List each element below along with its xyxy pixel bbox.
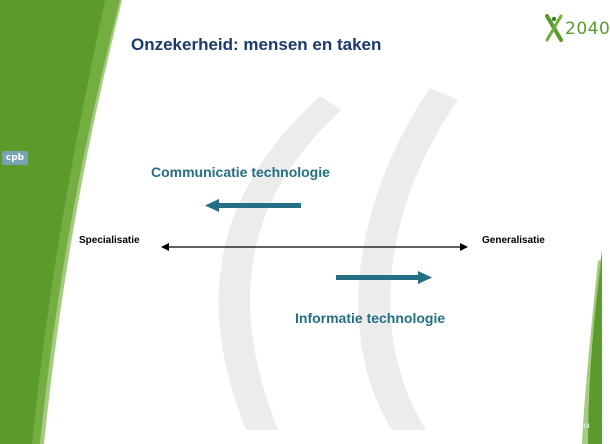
- right-arrow: [336, 271, 432, 284]
- communicatie-label: Communicatie technologie: [151, 164, 330, 180]
- generalisatie-label: Generalisatie: [482, 235, 545, 246]
- left-arrow: [205, 199, 301, 212]
- right-green-swoosh: [588, 250, 602, 444]
- watermark-curve-right: [358, 88, 458, 430]
- page-number: 14: [583, 424, 590, 430]
- left-swoosh-highlight: [32, 0, 122, 444]
- x-figure-logo-icon: [545, 14, 563, 42]
- logo-text: 2040: [565, 19, 610, 39]
- specialisatie-label: Specialisatie: [79, 235, 140, 246]
- logo-2040: 2040: [545, 12, 610, 44]
- right-swoosh-highlight: [582, 260, 602, 444]
- watermark-curve-left: [218, 96, 342, 430]
- slide-title: Onzekerheid: mensen en taken: [131, 35, 382, 54]
- cpb-logo: cpb: [2, 151, 28, 165]
- informatie-label: Informatie technologie: [295, 310, 446, 326]
